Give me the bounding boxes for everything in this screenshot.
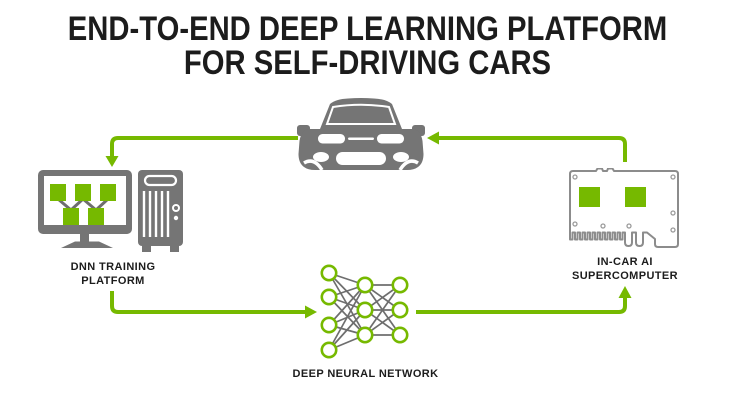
training-platform-label: DNN TRAINING PLATFORM bbox=[38, 261, 188, 288]
training-platform-label-line-2: PLATFORM bbox=[81, 274, 145, 287]
arrow-car-to-training bbox=[105, 136, 298, 167]
monitor-icon bbox=[38, 170, 132, 248]
supercomputer-label-line-2: SUPERCOMPUTER bbox=[571, 269, 679, 282]
neural-network-icon bbox=[320, 264, 409, 359]
neural-network-label: DEEP NEURAL NETWORK bbox=[292, 368, 439, 380]
arrow-training-to-network bbox=[110, 291, 317, 319]
supercomputer-node bbox=[563, 167, 691, 258]
title-line-2: FOR SELF-DRIVING CARS bbox=[183, 44, 552, 82]
page-title: END-TO-END DEEP LEARNING PLATFORM FOR SE… bbox=[51, 12, 683, 80]
arrow-supercomputer-to-car bbox=[427, 131, 627, 162]
circuit-board-icon bbox=[569, 167, 679, 248]
supercomputer-label-line-1: IN-CAR AI bbox=[597, 256, 653, 268]
supercomputer-label: IN-CAR AI SUPERCOMPUTER bbox=[551, 256, 699, 283]
training-platform-label-line-1: DNN TRAINING bbox=[70, 261, 156, 273]
car-front-icon bbox=[297, 98, 425, 171]
neural-network-node bbox=[310, 260, 425, 370]
tower-icon bbox=[138, 170, 183, 252]
workstation-icon bbox=[38, 170, 183, 252]
title-line-1: END-TO-END DEEP LEARNING PLATFORM bbox=[67, 10, 668, 48]
arrow-network-to-supercomputer bbox=[416, 286, 632, 314]
training-platform-node bbox=[34, 168, 186, 261]
car-node bbox=[296, 96, 426, 177]
